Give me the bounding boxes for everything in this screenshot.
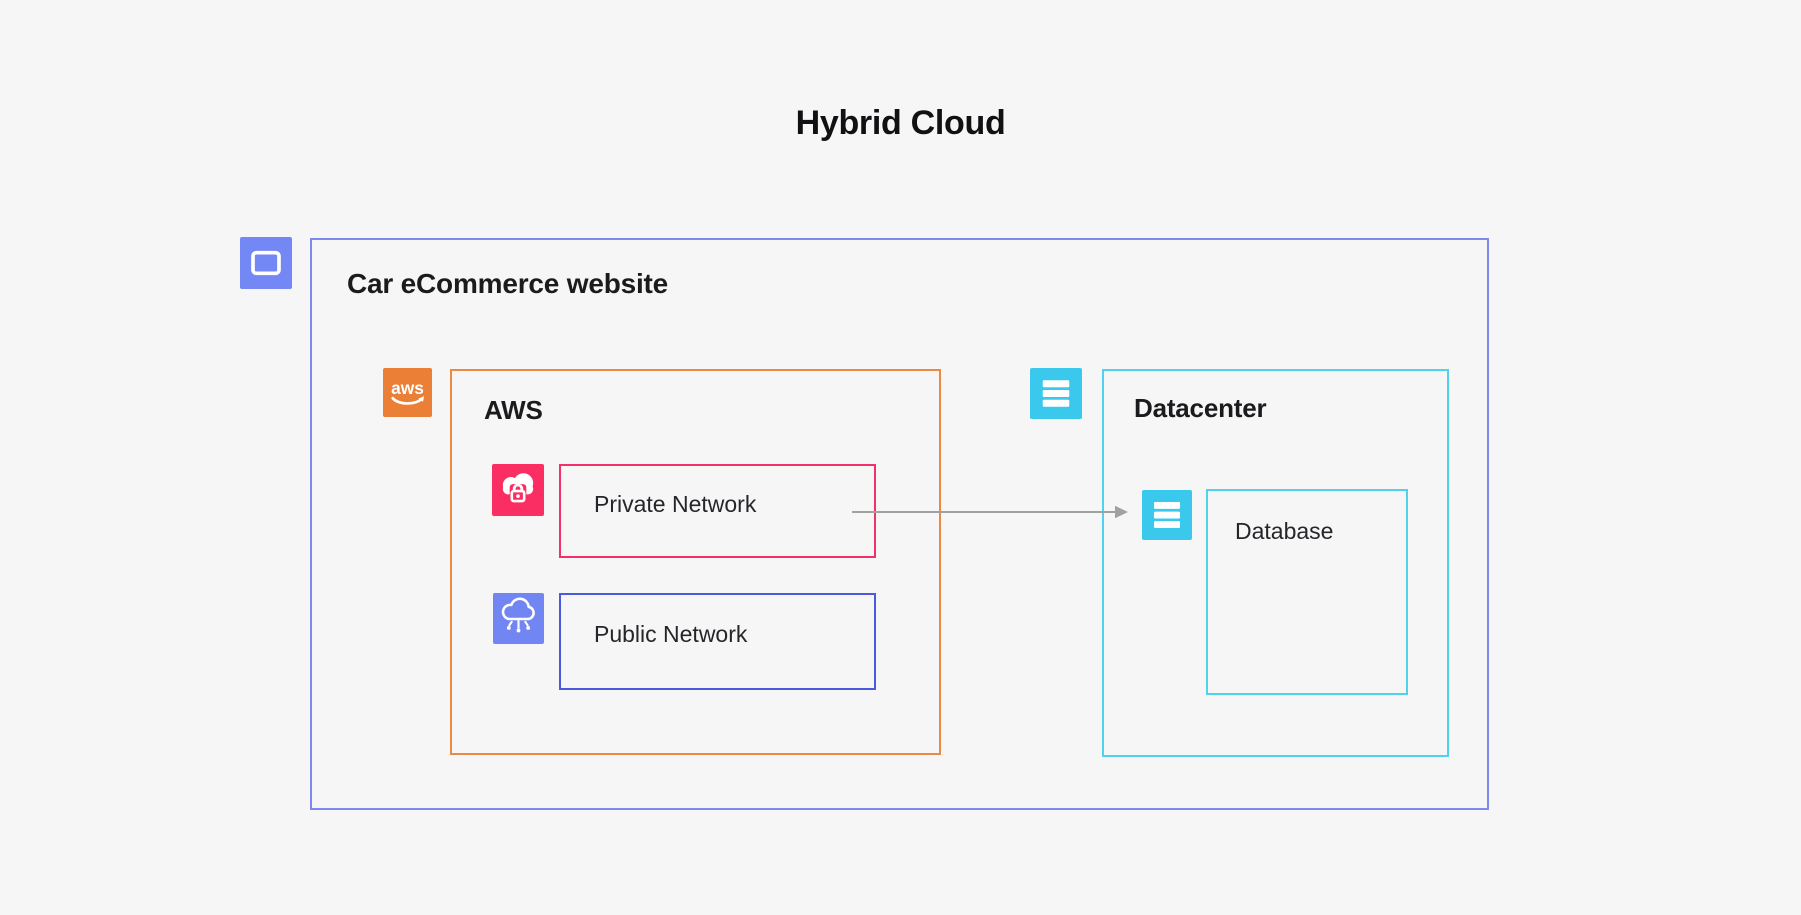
group-box-car-ecommerce-website[interactable]: Car eCommerce website — [310, 238, 1489, 810]
browser-window-icon[interactable] — [240, 237, 292, 289]
group-label-car-ecommerce-website: Car eCommerce website — [347, 268, 669, 299]
secure-cloud-icon[interactable] — [492, 464, 544, 516]
node-box-private-network[interactable]: Private Network — [559, 464, 876, 558]
node-box-public-network[interactable]: Public Network — [559, 593, 876, 690]
group-label-aws: AWS — [484, 395, 543, 425]
group-box-aws[interactable]: AWS — [450, 369, 941, 755]
group-box-datacenter[interactable]: Datacenter — [1102, 369, 1449, 757]
aws-icon[interactable]: aws — [383, 368, 432, 417]
node-label-database: Database — [1235, 518, 1334, 544]
node-box-database[interactable]: Database — [1206, 489, 1408, 695]
node-label-private-network: Private Network — [594, 491, 757, 517]
server-stack-icon[interactable] — [1030, 368, 1082, 419]
diagram-title: Hybrid Cloud — [795, 104, 1006, 142]
node-label-public-network: Public Network — [594, 621, 748, 647]
connector-private-network-to-database[interactable] — [845, 500, 1137, 524]
svg-text:aws: aws — [391, 378, 424, 398]
server-stack-icon[interactable] — [1142, 490, 1192, 540]
cloud-network-icon[interactable] — [493, 593, 544, 644]
group-label-datacenter: Datacenter — [1134, 393, 1267, 423]
